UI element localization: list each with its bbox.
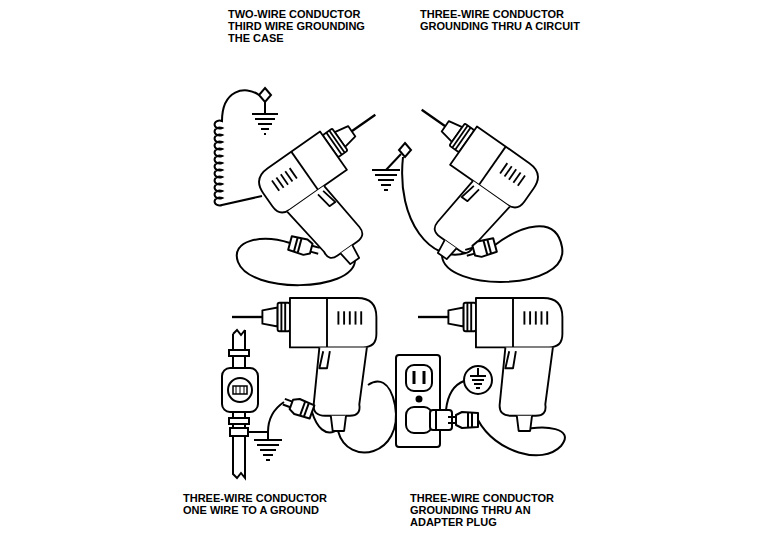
ground-symbol <box>254 439 282 441</box>
plate-screw <box>417 397 422 402</box>
caption-text: TWO-WIRE CONDUCTOR THIRD WIRE GROUNDING … <box>228 8 365 44</box>
caption-text: THREE-WIRE CONDUCTOR GROUNDING THRU AN A… <box>410 492 554 528</box>
plug <box>448 412 478 428</box>
scene-adapter-ground <box>435 410 437 430</box>
ground-symbol <box>264 133 266 135</box>
ground-symbol <box>258 123 272 125</box>
ground-lead <box>264 102 266 114</box>
electric-drill <box>232 298 376 431</box>
ground-lead <box>267 432 269 440</box>
scene-pipe-ground <box>244 386 245 394</box>
outlet-plate <box>396 355 440 447</box>
scene-adapter-ground <box>423 371 426 384</box>
ground-symbol <box>266 459 270 461</box>
ground-pigtail <box>446 381 464 410</box>
ground-symbol <box>252 113 278 115</box>
ground-symbol <box>378 179 394 181</box>
ground-lead <box>386 154 401 170</box>
receptacle <box>406 365 432 391</box>
meter-window <box>233 386 247 394</box>
coiled-wire <box>215 90 262 205</box>
pipe-flange <box>229 418 249 424</box>
electric-drill <box>360 95 544 277</box>
electric-drill <box>418 298 562 431</box>
pipe-flange <box>229 350 249 356</box>
ground-symbol <box>474 383 482 385</box>
ground-wire <box>248 431 268 433</box>
ground-symbol <box>372 169 400 171</box>
scene-pipe-ground <box>240 386 241 394</box>
ground-symbol <box>381 184 391 186</box>
ground-symbol <box>384 189 388 191</box>
scene-pipe-ground <box>222 330 396 478</box>
ground-wire <box>268 402 284 432</box>
caption-text: THREE-WIRE CONDUCTOR GROUNDING THRU A CI… <box>420 8 580 32</box>
ground-symbol <box>477 368 479 376</box>
ground-symbol <box>375 174 397 176</box>
pipe-clamp <box>230 428 248 436</box>
adapter-plug <box>430 410 452 430</box>
ground-symbol <box>257 444 279 446</box>
scene-adapter-ground <box>413 371 416 384</box>
ground-symbol <box>472 379 484 381</box>
ground-tab <box>464 366 492 394</box>
ground-symbol <box>263 454 273 456</box>
plug <box>281 394 315 419</box>
ground-symbol <box>372 170 400 190</box>
scene-pipe-ground <box>236 386 237 394</box>
plug <box>288 235 321 258</box>
caption-label: THREE-WIRE CONDUCTOR GROUNDING THRU A CI… <box>420 8 580 32</box>
ground-symbol <box>260 449 276 451</box>
ground-symbol <box>261 128 269 130</box>
ground-symbol <box>255 118 275 120</box>
clip <box>259 88 271 102</box>
electric-drill <box>253 100 437 282</box>
ground-symbol <box>476 387 480 389</box>
plug <box>464 237 497 260</box>
caption-label: THREE-WIRE CONDUCTOR ONE WIRE TO A GROUN… <box>183 492 343 516</box>
meter-dial <box>228 378 252 402</box>
water-meter <box>222 368 258 412</box>
ground-symbol <box>252 114 278 134</box>
ground-symbol <box>254 440 282 460</box>
receptacle <box>406 407 432 433</box>
caption-label: TWO-WIRE CONDUCTOR THIRD WIRE GROUNDING … <box>228 8 388 44</box>
caption-text: THREE-WIRE CONDUCTOR ONE WIRE TO A GROUN… <box>183 492 327 516</box>
caption-label: THREE-WIRE CONDUCTOR GROUNDING THRU AN A… <box>410 492 570 528</box>
ground-symbol <box>470 368 486 388</box>
